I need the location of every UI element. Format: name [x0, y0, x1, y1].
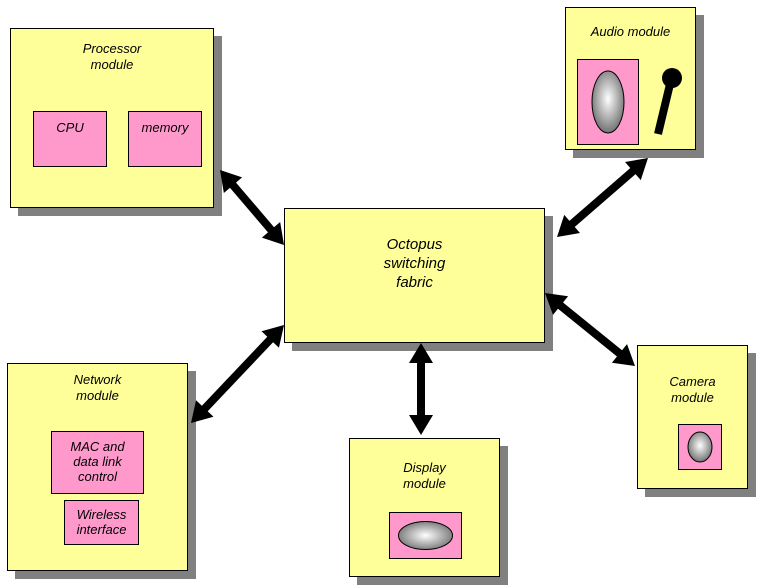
camera-lens-icon	[687, 431, 713, 463]
arrow-display-octopus	[409, 343, 433, 435]
mac-data-link-label: MAC and data link control	[70, 439, 125, 484]
processor-module-title: Processor module	[82, 41, 142, 72]
cpu-label: CPU	[56, 120, 84, 135]
speaker-icon	[591, 70, 625, 134]
camera-module-title: Camera module	[669, 374, 716, 405]
processor-module: Processor module CPU memory	[10, 28, 214, 208]
octopus-switching-fabric: Octopus switching fabric	[284, 208, 545, 343]
octopus-label: Octopus switching fabric	[383, 236, 446, 291]
cpu-box: CPU	[33, 111, 107, 167]
arrow-camera-octopus	[545, 293, 635, 366]
audio-speaker-box	[577, 59, 639, 145]
camera-module: Camera module	[637, 345, 748, 489]
audio-module: Audio module	[565, 7, 696, 150]
screen-icon	[398, 521, 453, 550]
audio-module-title: Audio module	[590, 24, 671, 39]
wireless-interface-label: Wireless interface	[76, 507, 127, 537]
camera-lens-box	[678, 424, 722, 470]
display-screen-box	[389, 512, 462, 559]
memory-box: memory	[128, 111, 202, 167]
arrow-network-octopus	[191, 325, 284, 423]
mac-data-link-box: MAC and data link control	[51, 431, 144, 494]
display-module-title: Display module	[403, 460, 446, 491]
arrow-processor-octopus	[220, 170, 284, 245]
network-module: Network module MAC and data link control…	[7, 363, 188, 571]
wireless-interface-box: Wireless interface	[64, 500, 139, 545]
display-module: Display module	[349, 438, 500, 577]
memory-label: memory	[141, 120, 189, 135]
arrow-audio-octopus	[557, 158, 648, 237]
microphone-icon	[654, 68, 682, 135]
network-module-title: Network module	[73, 372, 122, 403]
